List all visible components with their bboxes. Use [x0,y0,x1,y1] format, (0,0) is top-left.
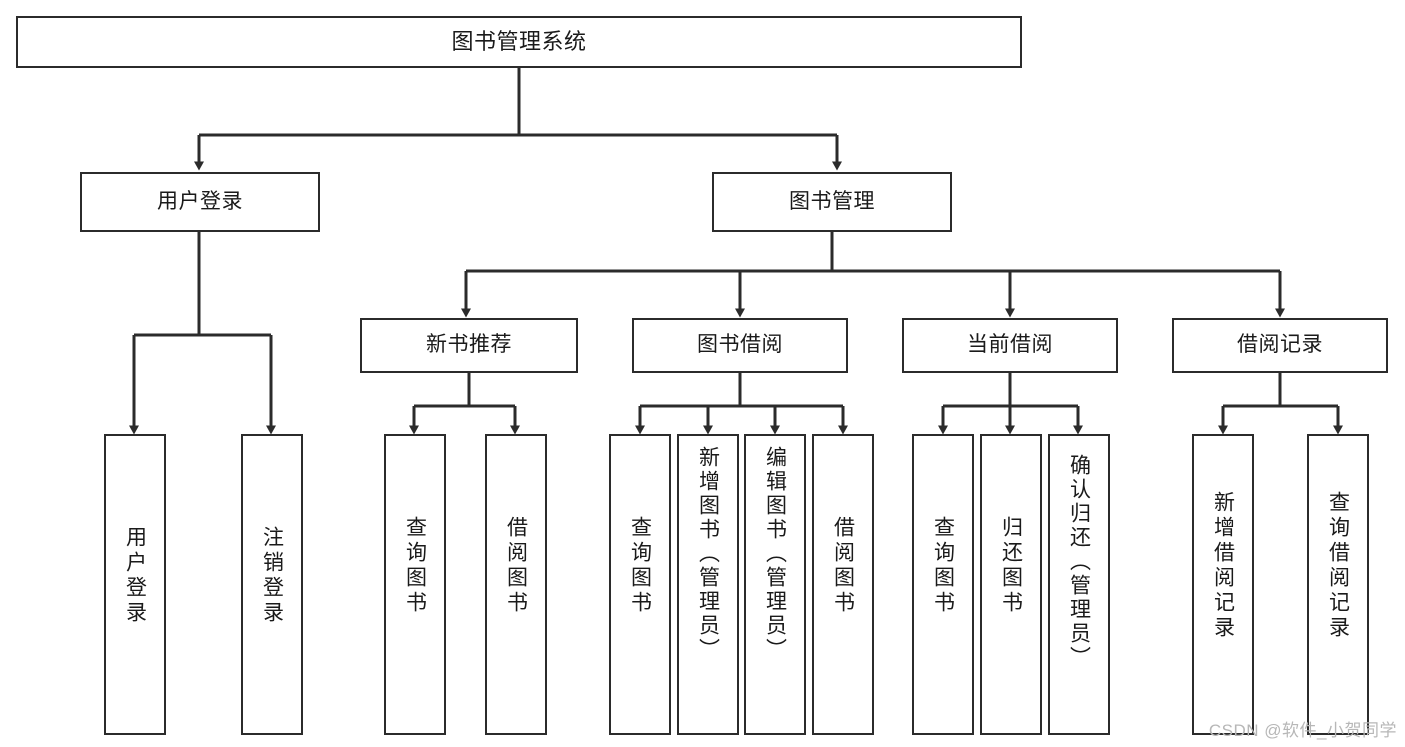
node-label: 用户登录 [123,526,147,626]
node-label: 借阅记录 [1237,333,1323,357]
node-leaf-confirm-return-admin[interactable]: 确认归还（管理员） [1048,434,1110,735]
node-label: 图书管理系统 [451,29,587,55]
node-label: 确认归还（管理员） [1067,454,1091,670]
node-label: 注销登录 [260,526,284,626]
node-leaf-borrow-book[interactable]: 借阅图书 [812,434,874,735]
node-label: 当前借阅 [967,333,1053,357]
node-leaf-edit-book-admin[interactable]: 编辑图书（管理员） [744,434,806,735]
node-label: 查询借阅记录 [1326,491,1350,641]
node-borrow-record[interactable]: 借阅记录 [1172,318,1388,373]
node-label: 图书借阅 [697,333,783,357]
node-label: 新增图书（管理员） [696,446,720,662]
node-label: 用户登录 [157,189,243,213]
node-book-borrow[interactable]: 图书借阅 [632,318,848,373]
node-book-management[interactable]: 图书管理 [712,172,952,232]
node-label: 编辑图书（管理员） [763,446,787,662]
node-leaf-query-borrow-record[interactable]: 查询借阅记录 [1307,434,1369,735]
node-leaf-query-book-borrow[interactable]: 查询图书 [609,434,671,735]
node-leaf-return-book[interactable]: 归还图书 [980,434,1042,735]
node-label: 归还图书 [999,516,1023,616]
node-user-login[interactable]: 用户登录 [80,172,320,232]
node-label: 查询图书 [628,516,652,616]
node-leaf-add-borrow-record[interactable]: 新增借阅记录 [1192,434,1254,735]
node-root-book-management-system[interactable]: 图书管理系统 [16,16,1022,68]
node-label: 新增借阅记录 [1211,491,1235,641]
node-leaf-query-book-recommend[interactable]: 查询图书 [384,434,446,735]
watermark-text: CSDN @软件_小贺同学 [1208,721,1397,740]
node-label: 新书推荐 [426,333,512,357]
node-leaf-query-book-current[interactable]: 查询图书 [912,434,974,735]
node-current-borrow[interactable]: 当前借阅 [902,318,1118,373]
node-label: 图书管理 [789,189,875,213]
node-label: 查询图书 [403,516,427,616]
node-leaf-user-login[interactable]: 用户登录 [104,434,166,735]
node-label: 借阅图书 [831,516,855,616]
node-leaf-add-book-admin[interactable]: 新增图书（管理员） [677,434,739,735]
node-leaf-logout[interactable]: 注销登录 [241,434,303,735]
node-label: 查询图书 [931,516,955,616]
node-label: 借阅图书 [504,516,528,616]
node-leaf-borrow-book-recommend[interactable]: 借阅图书 [485,434,547,735]
node-new-book-recommend[interactable]: 新书推荐 [360,318,578,373]
